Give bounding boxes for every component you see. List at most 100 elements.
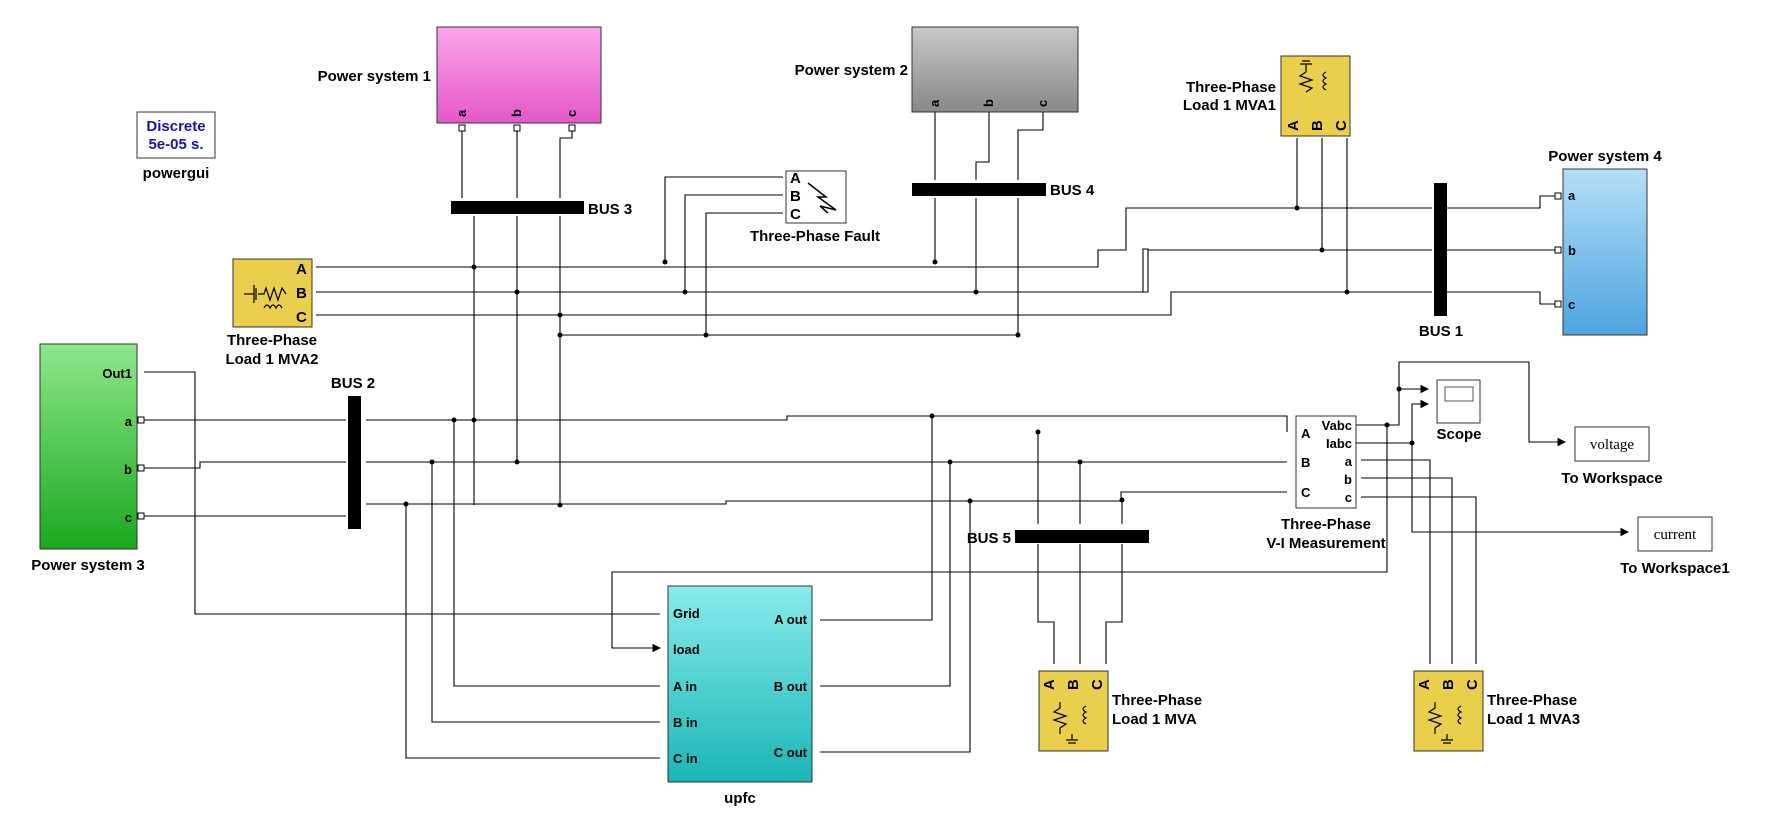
vi-measurement-label-line1: Three-Phase (1281, 516, 1371, 533)
to-workspace-block[interactable]: voltage To Workspace (1561, 426, 1663, 487)
load-mva1-port-a: A (1285, 120, 1302, 131)
bus-1-label: BUS 1 (1419, 323, 1463, 340)
resistor-icon (1052, 702, 1068, 734)
ground-icon (1066, 734, 1078, 744)
upfc-port-a-in: A in (673, 679, 697, 694)
vi-port-c: C (1301, 485, 1311, 500)
bus-1[interactable]: BUS 1 (1419, 183, 1463, 340)
power-system-3-block[interactable]: Out1 a b c Power system 3 (31, 343, 145, 574)
three-phase-fault-label: Three-Phase Fault (750, 228, 880, 245)
inductor-icon (263, 304, 283, 310)
bus-3[interactable]: BUS 3 (451, 201, 632, 218)
ps4-port-a: a (1568, 188, 1576, 203)
load-mva2-block[interactable]: A B C Three-Phase Load 1 MVA2 (225, 258, 319, 368)
powergui-line2: 5e-05 s. (148, 136, 203, 153)
bus-3-label: BUS 3 (588, 201, 632, 218)
load-mva3-port-a: A (1416, 679, 1433, 690)
powergui-label: powergui (143, 165, 210, 182)
load-mva2-label-line2: Load 1 MVA2 (225, 351, 318, 368)
scope-screen-icon (1444, 386, 1474, 402)
load-mva1-label-line2: Load 1 MVA1 (1183, 97, 1276, 114)
load-mva2-port-a: A (296, 261, 307, 278)
power-system-2-block[interactable]: Power system 2 a b c (795, 26, 1079, 113)
to-workspace1-variable: current (1654, 527, 1697, 543)
load-mva3-label-line2: Load 1 MVA3 (1487, 711, 1580, 728)
to-workspace1-block[interactable]: current To Workspace1 (1620, 516, 1730, 577)
bus-2-label: BUS 2 (331, 375, 375, 392)
ps2-port-c: c (1035, 100, 1050, 107)
bus-2[interactable]: BUS 2 (331, 375, 375, 529)
wire-junctions (403, 205, 1415, 508)
load-mva1-block[interactable]: A B C Three-Phase Load 1 MVA1 (1183, 55, 1351, 137)
to-workspace-label: To Workspace (1561, 470, 1662, 487)
vi-port-a: A (1301, 426, 1311, 441)
powergui-block[interactable]: Discrete 5e-05 s. powergui (136, 111, 216, 182)
load-mva2-port-c: C (296, 309, 307, 326)
ground-icon (1441, 734, 1453, 744)
load-mva-block[interactable]: A B C Three-Phase Load 1 MVA (1038, 670, 1202, 752)
upfc-block[interactable]: Grid load A in B in C in A out B out C o… (667, 585, 813, 807)
load-mva3-port-b: B (1440, 679, 1457, 690)
load-mva-port-a: A (1041, 679, 1058, 690)
ps3-port-out1: Out1 (102, 366, 132, 381)
bus-4-label: BUS 4 (1050, 182, 1095, 199)
load-mva3-block[interactable]: A B C Three-Phase Load 1 MVA3 (1413, 670, 1580, 752)
inductor-icon (1322, 71, 1328, 91)
to-workspace1-label: To Workspace1 (1620, 560, 1729, 577)
vi-port-iabc: Iabc (1326, 436, 1352, 451)
vi-port-out-b: b (1344, 472, 1352, 487)
load-mva1-label-line1: Three-Phase (1186, 79, 1276, 96)
upfc-port-b-out: B out (774, 679, 808, 694)
lightning-icon (807, 182, 837, 214)
load-mva-label-line2: Load 1 MVA (1112, 711, 1197, 728)
bus-4[interactable]: BUS 4 (912, 182, 1095, 199)
load-mva3-label-line1: Three-Phase (1487, 692, 1577, 709)
ps1-port-c: c (564, 110, 579, 117)
load-mva2-port-b: B (296, 285, 307, 302)
power-system-1-label: Power system 1 (318, 68, 431, 85)
resistor-icon (244, 285, 287, 303)
upfc-port-b-in: B in (673, 715, 698, 730)
fault-port-b: B (790, 188, 801, 205)
vi-port-b: B (1301, 455, 1310, 470)
ps3-port-c: c (125, 510, 132, 525)
ps2-port-b: b (981, 99, 996, 107)
upfc-port-c-out: C out (774, 745, 808, 760)
to-workspace-variable: voltage (1590, 437, 1634, 453)
ps3-port-a: a (125, 414, 133, 429)
power-system-3-label: Power system 3 (31, 557, 144, 574)
load-mva-port-c: C (1089, 679, 1106, 690)
power-system-2-label: Power system 2 (795, 62, 908, 79)
upfc-port-a-out: A out (774, 612, 807, 627)
resistor-icon (1298, 60, 1314, 93)
connection-wires (144, 110, 1630, 759)
ps1-port-a: a (454, 109, 469, 117)
load-mva3-port-c: C (1464, 679, 1481, 690)
upfc-port-grid: Grid (673, 606, 700, 621)
power-system-4-label: Power system 4 (1548, 148, 1662, 165)
vi-measurement-block[interactable]: A B C Vabc Iabc a b c Three-Phase V-I Me… (1266, 415, 1386, 552)
resistor-icon (1427, 702, 1443, 734)
bus-5[interactable]: BUS 5 (967, 530, 1149, 547)
scope-label: Scope (1436, 426, 1481, 443)
scope-block[interactable]: Scope (1436, 379, 1482, 443)
power-system-4-block[interactable]: Power system 4 a b c (1548, 148, 1662, 336)
load-mva1-port-b: B (1309, 120, 1326, 131)
vi-port-out-c: c (1345, 490, 1352, 505)
load-mva-port-b: B (1065, 679, 1082, 690)
power-system-1-block[interactable]: Power system 1 a b c (318, 26, 602, 132)
fault-port-a: A (790, 170, 801, 187)
inductor-icon (1082, 705, 1088, 725)
upfc-label: upfc (724, 790, 756, 807)
vi-measurement-label-line2: V-I Measurement (1266, 535, 1385, 552)
ps4-port-c: c (1568, 297, 1575, 312)
ps1-port-b: b (509, 109, 524, 117)
three-phase-fault-block[interactable]: A B C Three-Phase Fault (750, 170, 880, 245)
ps4-port-b: b (1568, 243, 1576, 258)
ps3-port-b: b (124, 462, 132, 477)
vi-port-vabc: Vabc (1322, 418, 1352, 433)
bus-5-label: BUS 5 (967, 530, 1011, 547)
load-mva1-port-c: C (1333, 120, 1350, 131)
ps2-port-a: a (927, 99, 942, 107)
inductor-icon (1457, 705, 1463, 725)
